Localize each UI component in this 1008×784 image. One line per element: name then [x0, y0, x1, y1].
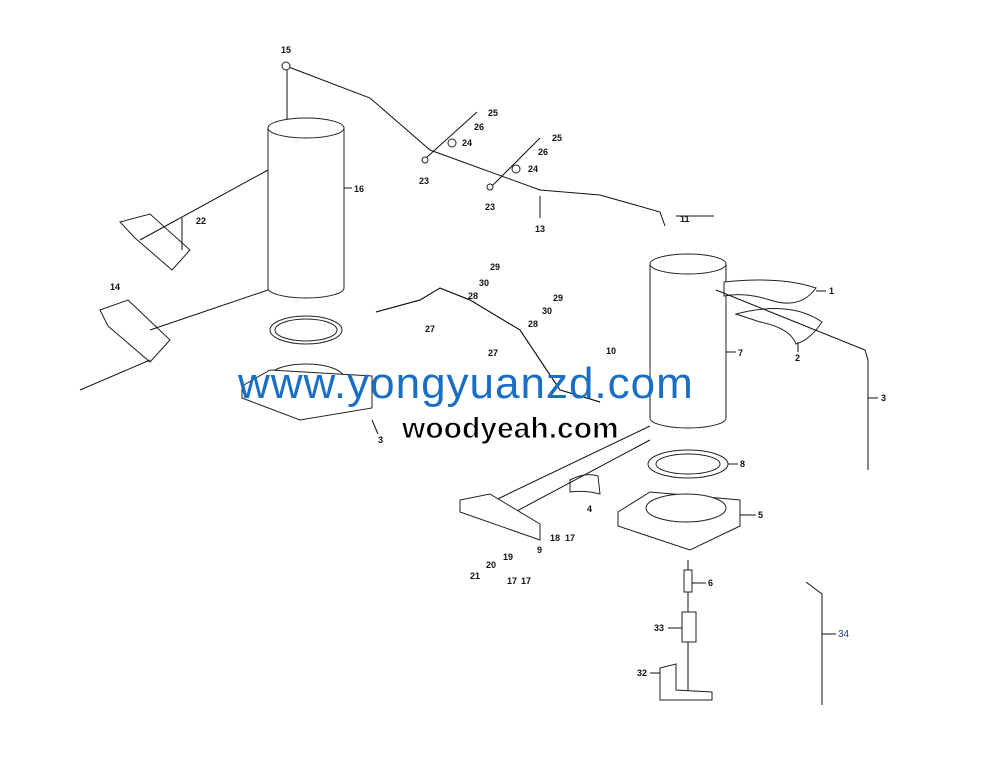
bolt-line	[425, 111, 478, 159]
hose-inner	[375, 287, 601, 403]
rod-34	[805, 581, 823, 705]
bracket-32	[659, 663, 713, 701]
callout: 34	[838, 629, 850, 640]
callout: 18	[550, 533, 560, 543]
callout-labels: 15 25 26 24 23 25 26 24 23 13 11 16 22 1…	[110, 45, 886, 678]
frame-rail	[484, 425, 651, 521]
callout: 17	[507, 576, 517, 586]
leader-lines	[344, 187, 878, 674]
callout: 13	[535, 224, 545, 234]
callout: 28	[528, 319, 538, 329]
callout: 2	[795, 353, 800, 363]
callout: 33	[654, 623, 664, 633]
watermark-primary: www.yongyuanzd.com	[238, 359, 694, 408]
air-tank-7	[649, 253, 727, 429]
callout: 1	[829, 286, 834, 296]
callout: 16	[354, 184, 364, 194]
callout: 30	[479, 278, 489, 288]
callout: 24	[462, 138, 472, 148]
valve-33	[681, 611, 697, 643]
ring-seal-inner	[274, 318, 338, 342]
callout: 6	[708, 578, 713, 588]
callout: 10	[606, 346, 616, 356]
callout: 15	[281, 45, 291, 55]
callout: 3	[881, 393, 886, 403]
washer-23	[421, 156, 429, 164]
callout: 22	[196, 216, 206, 226]
callout: 14	[110, 282, 120, 292]
callout: 26	[474, 122, 484, 132]
frame-crossmember	[459, 493, 541, 541]
stand-left	[241, 369, 373, 421]
valve-6	[683, 569, 693, 593]
callout: 29	[490, 262, 500, 272]
stand-5-ring	[645, 493, 727, 523]
rod-3	[715, 289, 869, 470]
callout: 23	[485, 202, 495, 212]
brake-line	[285, 65, 666, 227]
strap-line	[79, 169, 269, 391]
callout: 27	[488, 348, 498, 358]
nut-24	[447, 138, 457, 148]
bolt-line	[489, 137, 541, 189]
callout: 4	[587, 504, 592, 514]
callout: 3	[378, 435, 383, 445]
callout: 30	[542, 306, 552, 316]
callout: 5	[758, 510, 763, 520]
callout: 26	[538, 147, 548, 157]
callout: 7	[738, 348, 743, 358]
callout: 27	[425, 324, 435, 334]
callout: 8	[740, 459, 745, 469]
strap-1	[723, 279, 817, 304]
strap-4	[569, 474, 601, 495]
ring-8-inner	[655, 453, 721, 475]
washer-23	[486, 183, 494, 191]
callout: 11	[680, 214, 690, 224]
callout: 25	[552, 133, 562, 143]
strap-2	[734, 308, 823, 345]
callout: 29	[553, 293, 563, 303]
air-tank-16	[267, 117, 345, 299]
callout: 17	[565, 533, 575, 543]
nut-24	[511, 164, 521, 174]
callout: 23	[419, 176, 429, 186]
fitting-15	[281, 61, 291, 71]
callout: 32	[637, 668, 647, 678]
callout: 28	[468, 291, 478, 301]
callout: 9	[537, 545, 542, 555]
callout: 24	[528, 164, 538, 174]
callout: 25	[488, 108, 498, 118]
callout: 21	[470, 571, 480, 581]
bracket-upper	[119, 213, 191, 271]
callout: 19	[503, 552, 513, 562]
bracket-lower	[99, 299, 171, 363]
callout: 20	[486, 560, 496, 570]
watermark-secondary: woodyeah.com	[402, 412, 620, 445]
callout: 17	[521, 576, 531, 586]
